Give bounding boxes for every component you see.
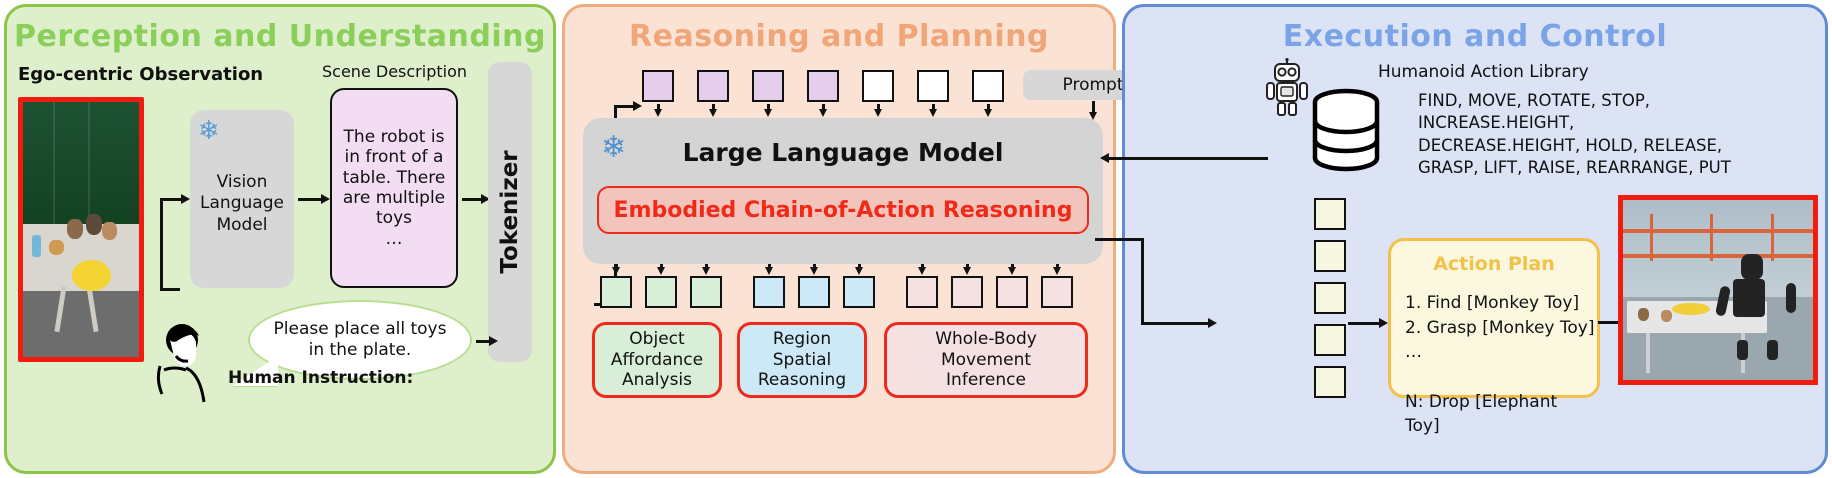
- connector-photo-to-vlm-vertical: [160, 200, 163, 290]
- scene-description-label: Scene Description: [322, 62, 467, 81]
- connector-photo-to-vlm-corner: [160, 288, 180, 291]
- connector-ecoar-to-column-top: [1095, 238, 1143, 241]
- prompt-label: Prompt: [1062, 75, 1124, 95]
- embodied-chain-of-action-reasoning-box: Embodied Chain-of-Action Reasoning: [597, 186, 1089, 234]
- arrow-llm-to-output-token: [768, 260, 771, 268]
- input-token: [752, 70, 784, 102]
- humanoid-action-library-label: Humanoid Action Library: [1378, 62, 1589, 82]
- arrow-vlm-to-scene: [298, 198, 322, 201]
- arrow-llm-to-output-token: [813, 260, 816, 268]
- speech-bubble-tail: [232, 350, 278, 386]
- panel-execution-title: Execution and Control: [1282, 19, 1668, 54]
- snowflake-icon: ❄: [198, 116, 220, 146]
- ego-centric-observation-image: [18, 97, 144, 362]
- execution-token: [1314, 240, 1346, 272]
- output-token: [996, 276, 1028, 308]
- execution-token: [1314, 282, 1346, 314]
- arrow-instruction-to-tokenizer: [476, 340, 490, 343]
- output-token: [1041, 276, 1073, 308]
- ego-centric-observation-label: Ego-centric Observation: [18, 64, 264, 85]
- execution-token: [1314, 366, 1346, 398]
- connector-ecoar-to-column-v: [1141, 238, 1144, 324]
- input-token: [917, 70, 949, 102]
- input-token: [862, 70, 894, 102]
- robot-execution-image: [1618, 195, 1818, 385]
- input-token: [972, 70, 1004, 102]
- arrow-tokenizer-to-first-token: [614, 105, 634, 108]
- embodied-chain-of-action-reasoning-label: Embodied Chain-of-Action Reasoning: [613, 197, 1073, 223]
- output-token: [906, 276, 938, 308]
- input-token: [697, 70, 729, 102]
- output-token: [690, 276, 722, 308]
- arrow-input-token-to-llm: [932, 104, 935, 110]
- connector-action-plan-to-robot: [1598, 321, 1622, 324]
- panel-reasoning-title: Reasoning and Planning: [629, 19, 1049, 54]
- arrow-ecoar-to-token-column: [1141, 322, 1209, 325]
- input-token: [642, 70, 674, 102]
- large-language-model-box: ❄ Large Language Model Embodied Chain-of…: [583, 118, 1103, 264]
- arrow-llm-to-output-token: [1056, 260, 1059, 268]
- action-plan-box: Action Plan 1. Find [Monkey Toy]2. Grasp…: [1388, 238, 1600, 436]
- tokenizer-label: Tokenizer: [497, 150, 523, 274]
- arrow-input-token-to-llm: [877, 104, 880, 110]
- input-token: [807, 70, 839, 102]
- tokenizer-box: Tokenizer: [488, 62, 532, 362]
- arrow-input-token-to-llm: [987, 104, 990, 110]
- action-plan-title: Action Plan: [1433, 253, 1555, 275]
- human-instruction-label: Human Instruction:: [228, 368, 414, 388]
- arrow-llm-to-output-token: [660, 260, 663, 268]
- arrow-scene-to-tokenizer: [462, 198, 482, 201]
- arrow-photo-to-vlm: [160, 198, 182, 201]
- action-plan-steps: 1. Find [Monkey Toy]2. Grasp [Monkey Toy…: [1405, 293, 1595, 437]
- arrow-input-token-to-llm: [657, 104, 660, 110]
- robot-icon: [1266, 58, 1308, 116]
- arrow-token-column-to-action-plan: [1348, 322, 1380, 325]
- arrow-llm-to-output-token: [705, 260, 708, 268]
- output-token: [843, 276, 875, 308]
- arrow-input-token-to-llm: [712, 104, 715, 110]
- arrow-llm-to-output-token: [966, 260, 969, 268]
- action-primitives-list: FIND, MOVE, ROTATE, STOP,INCREASE.HEIGHT…: [1418, 91, 1731, 177]
- panel-perception-title: Perception and Understanding: [13, 19, 546, 54]
- arrow-library-to-llm: [1108, 157, 1268, 160]
- execution-token: [1314, 198, 1346, 230]
- output-token: [951, 276, 983, 308]
- arrow-llm-to-output-token: [921, 260, 924, 268]
- arrow-llm-to-output-token: [615, 260, 618, 268]
- large-language-model-label: Large Language Model: [682, 138, 1004, 167]
- output-token: [645, 276, 677, 308]
- output-token: [600, 276, 632, 308]
- human-figure-icon: [156, 324, 206, 403]
- database-cylinder-icon: [1312, 88, 1380, 172]
- scene-description-text: The robot is in front of a table. There …: [342, 126, 446, 249]
- arrow-input-token-to-llm: [767, 104, 770, 110]
- scene-description-box: The robot is in front of a table. There …: [330, 88, 458, 288]
- arrow-input-token-to-llm: [822, 104, 825, 110]
- arrow-prompt-to-llm: [1092, 101, 1095, 113]
- output-token: [753, 276, 785, 308]
- snowflake-icon: ❄: [601, 130, 627, 165]
- arrow-llm-to-output-token: [1011, 260, 1014, 268]
- execution-token: [1314, 324, 1346, 356]
- arrow-llm-to-output-token: [858, 260, 861, 268]
- output-token: [798, 276, 830, 308]
